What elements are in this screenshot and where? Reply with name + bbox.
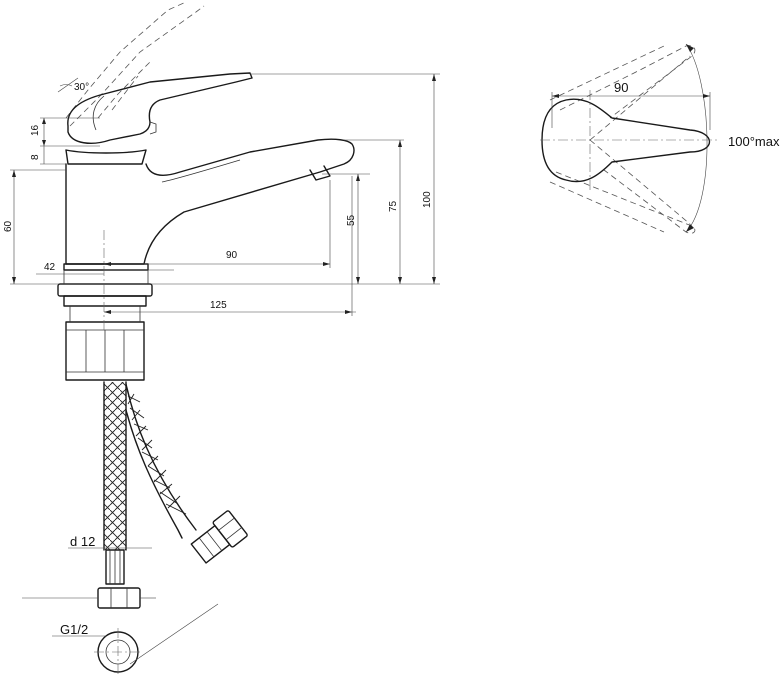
hose-straight [97, 381, 141, 609]
handle-rotation-range [549, 45, 696, 234]
top-view [540, 43, 720, 234]
side-view [10, 1, 440, 676]
thread-end-view [52, 603, 219, 676]
dim-8-label: 8 [30, 154, 41, 160]
dim-55-label: 55 [346, 214, 357, 226]
handle-raised-position [65, 1, 205, 127]
spout-aerator [309, 165, 331, 181]
lever-handle [67, 72, 253, 144]
dimension-lines [10, 73, 440, 599]
hose-diameter-label: d 12 [70, 534, 95, 549]
angle-30-label: 30° [74, 82, 89, 93]
dim-90-side-label: 90 [226, 250, 238, 261]
hose-curved [125, 383, 248, 564]
dim-90-top-label: 90 [614, 80, 628, 95]
dim-125-label: 125 [210, 300, 227, 311]
handle-top-outline [541, 98, 710, 183]
dimension-labels: 30° 16 8 60 42 90 55 75 100 125 d 12 G1/… [3, 80, 780, 637]
cartridge-cap [65, 149, 147, 165]
faucet-body-spout [65, 138, 355, 265]
dim-100-label: 100 [422, 191, 433, 208]
dim-42-label: 42 [44, 262, 56, 273]
dim-60-label: 60 [3, 220, 14, 232]
rotation-max-label: 100°max [728, 134, 780, 149]
thread-size-label: G1/2 [60, 622, 88, 637]
dim-16-label: 16 [30, 124, 41, 136]
fixing-nut [65, 306, 145, 381]
dim-75-label: 75 [388, 200, 399, 212]
